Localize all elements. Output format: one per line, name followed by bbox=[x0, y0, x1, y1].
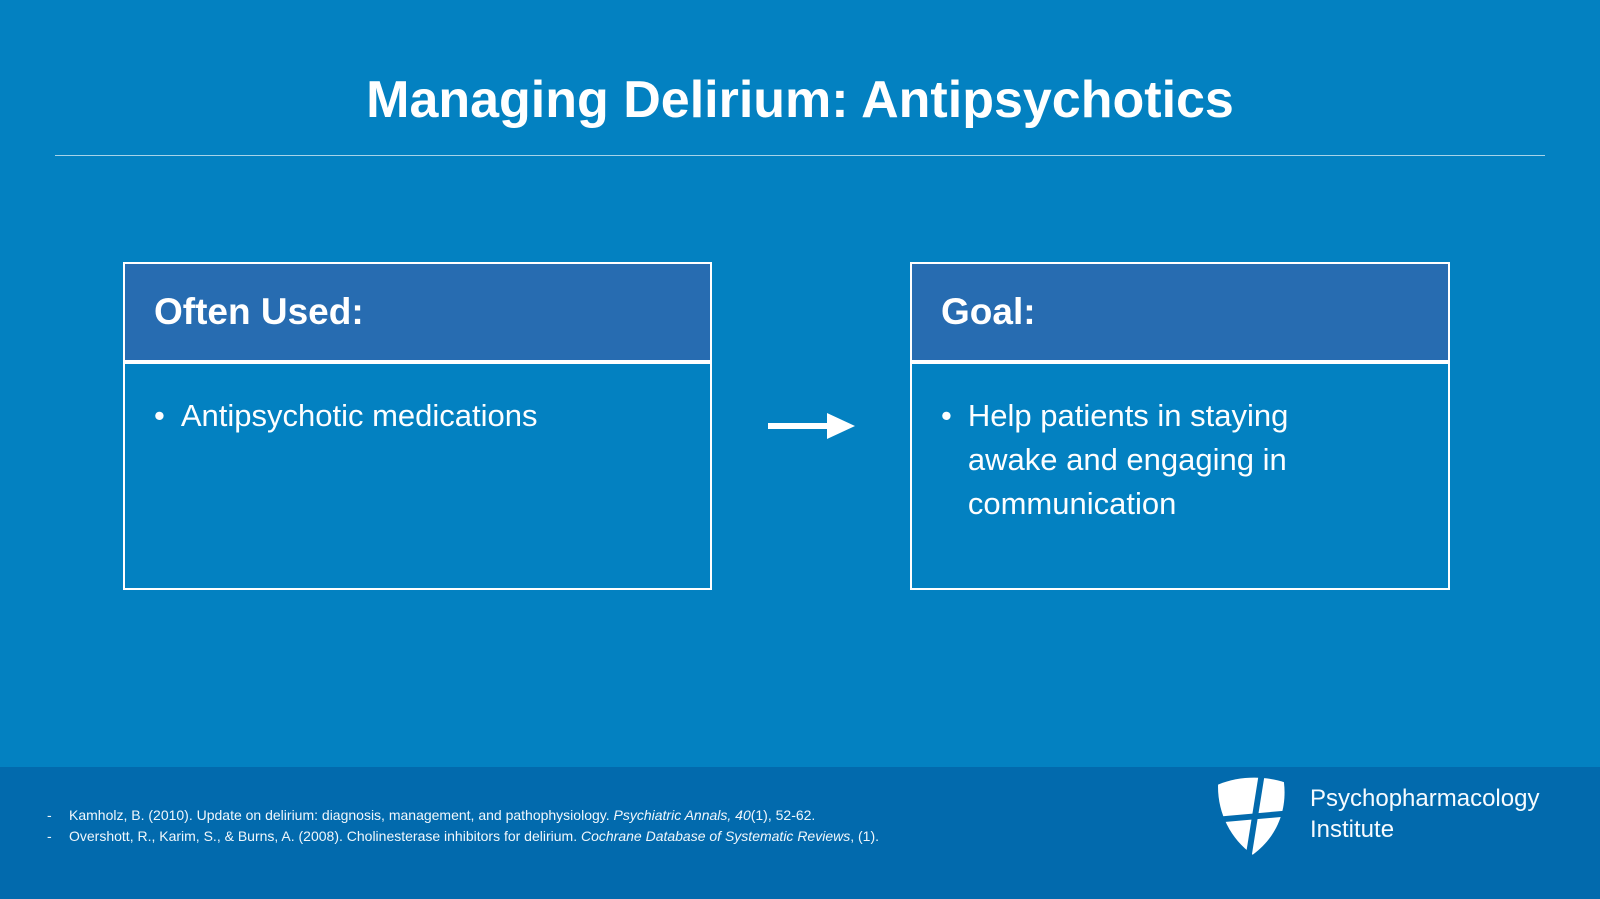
footer-bar: - Kamholz, B. (2010). Update on delirium:… bbox=[0, 767, 1600, 899]
citation-text: Kamholz, B. (2010). Update on delirium: … bbox=[69, 807, 816, 823]
logo-line1: Psychopharmacology bbox=[1310, 785, 1540, 812]
often-used-header: Often Used: bbox=[125, 264, 710, 364]
citation-row: - Overshott, R., Karim, S., & Burns, A. (… bbox=[47, 826, 879, 847]
goal-box: Goal: • Help patients in staying awake a… bbox=[910, 262, 1450, 590]
right-arrow-icon bbox=[767, 411, 857, 441]
logo-wordmark: Psychopharmacology Institute bbox=[1310, 783, 1539, 845]
list-item-text: Help patients in staying awake and engag… bbox=[967, 398, 1289, 522]
goal-header: Goal: bbox=[912, 264, 1448, 364]
citations-list: - Kamholz, B. (2010). Update on delirium:… bbox=[47, 805, 879, 847]
list-item-text: Antipsychotic medications bbox=[180, 398, 538, 433]
bullet-icon: • bbox=[154, 398, 165, 433]
often-used-box: Often Used: • Antipsychotic medications bbox=[123, 262, 712, 590]
list-item: • Antipsychotic medications bbox=[154, 394, 692, 438]
citation-text: Overshott, R., Karim, S., & Burns, A. (2… bbox=[69, 828, 879, 844]
list-item: • Help patients in staying awake and eng… bbox=[941, 394, 1430, 526]
shield-logo-icon bbox=[1212, 772, 1290, 858]
logo-line2: Institute bbox=[1310, 816, 1395, 843]
title-divider bbox=[55, 155, 1545, 156]
goal-body: • Help patients in staying awake and eng… bbox=[912, 364, 1448, 526]
often-used-body: • Antipsychotic medications bbox=[125, 364, 710, 438]
citation-dash: - bbox=[47, 807, 52, 823]
citation-dash: - bbox=[47, 828, 52, 844]
page-title: Managing Delirium: Antipsychotics bbox=[366, 71, 1234, 129]
citation-row: - Kamholz, B. (2010). Update on delirium:… bbox=[47, 805, 879, 826]
bullet-icon: • bbox=[941, 398, 952, 433]
